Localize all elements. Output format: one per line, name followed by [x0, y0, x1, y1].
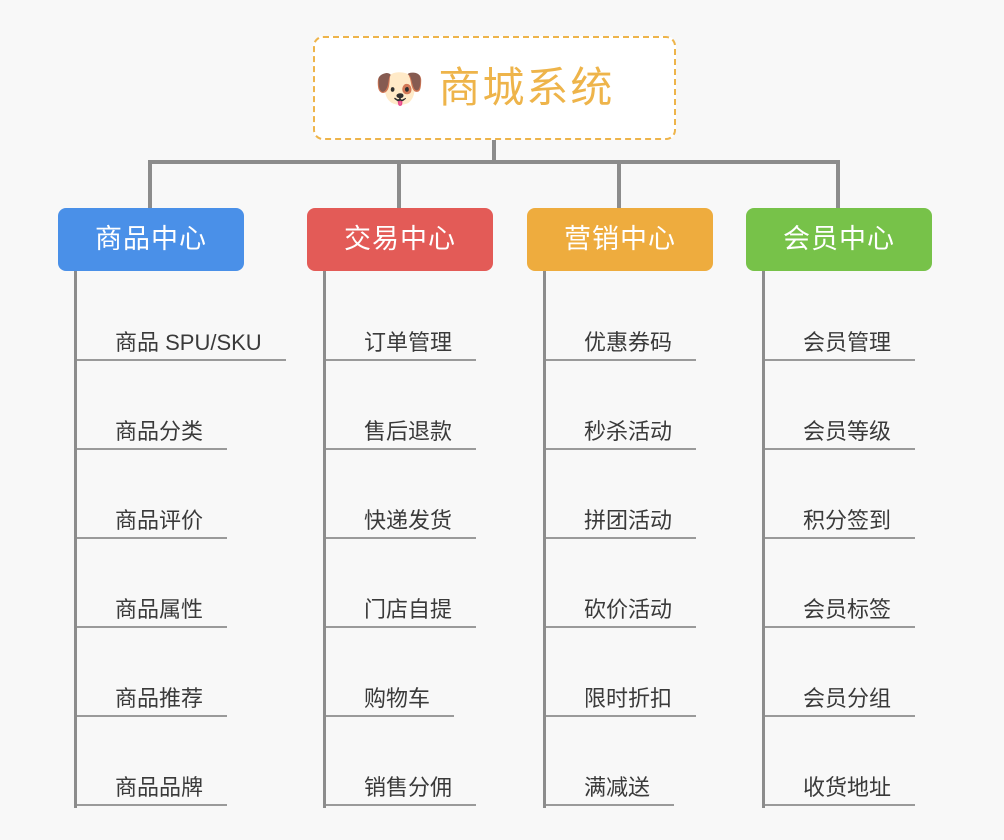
leaf-item-label: 商品推荐: [77, 686, 228, 717]
connector-stem-marketing-center: [617, 160, 621, 210]
leaf-item[interactable]: 拼团活动: [546, 452, 713, 541]
leaf-item-label: 秒杀活动: [546, 419, 697, 450]
leaf-item[interactable]: 商品评价: [77, 452, 286, 541]
branch-header-label: 营销中心: [564, 224, 676, 254]
leaf-item[interactable]: 砍价活动: [546, 541, 713, 630]
leaf-item[interactable]: 优惠券码: [546, 274, 713, 363]
leaf-item[interactable]: 秒杀活动: [546, 363, 713, 452]
leaf-item[interactable]: 商品属性: [77, 541, 286, 630]
leaf-item[interactable]: 快递发货: [326, 452, 493, 541]
leaf-item-label: 商品分类: [77, 419, 228, 450]
leaf-item-label: 砍价活动: [546, 597, 697, 628]
leaf-item[interactable]: 会员管理: [765, 274, 932, 363]
leaf-item[interactable]: 积分签到: [765, 452, 932, 541]
leaf-item-label: 会员等级: [765, 419, 916, 450]
leaf-item-label: 商品评价: [77, 508, 228, 539]
branch-product-center: 商品中心商品 SPU/SKU 商品分类商品评价商品属性商品推荐商品品牌: [58, 208, 286, 808]
leaf-item-label: 满减送: [546, 775, 675, 806]
root-node[interactable]: 🐶 商城系统: [313, 36, 676, 140]
leaf-item[interactable]: 售后退款: [326, 363, 493, 452]
leaf-item-label: 购物车: [326, 686, 455, 717]
leaf-item[interactable]: 门店自提: [326, 541, 493, 630]
leaf-item[interactable]: 商品品牌: [77, 719, 286, 808]
branch-header-member-center[interactable]: 会员中心: [746, 208, 932, 271]
branch-header-product-center[interactable]: 商品中心: [58, 208, 244, 271]
branch-header-label: 会员中心: [783, 224, 895, 254]
leaf-item[interactable]: 订单管理: [326, 274, 493, 363]
leaf-item-label: 会员分组: [765, 686, 916, 717]
leaf-item-label: 订单管理: [326, 330, 477, 361]
leaf-item-label: 优惠券码: [546, 330, 697, 361]
leaf-item-label: 收货地址: [765, 775, 916, 806]
branch-header-label: 交易中心: [344, 224, 456, 254]
branch-header-label: 商品中心: [95, 224, 207, 254]
leaf-item[interactable]: 会员等级: [765, 363, 932, 452]
leaf-column-product-center: 商品 SPU/SKU 商品分类商品评价商品属性商品推荐商品品牌: [74, 271, 286, 808]
leaf-item-label: 限时折扣: [546, 686, 697, 717]
leaf-item[interactable]: 商品推荐: [77, 630, 286, 719]
leaf-column-marketing-center: 优惠券码秒杀活动拼团活动砍价活动限时折扣满减送: [543, 271, 713, 808]
leaf-item-label: 积分签到: [765, 508, 916, 539]
connector-stem-member-center: [836, 160, 840, 210]
leaf-item-label: 商品属性: [77, 597, 228, 628]
leaf-item[interactable]: 收货地址: [765, 719, 932, 808]
leaf-item-label: 拼团活动: [546, 508, 697, 539]
connector-horizontal-bus: [148, 160, 838, 164]
leaf-item[interactable]: 会员标签: [765, 541, 932, 630]
leaf-item-label: 售后退款: [326, 419, 477, 450]
leaf-item-label: 快递发货: [326, 508, 477, 539]
leaf-item-label: 商品 SPU/SKU: [77, 330, 286, 361]
branch-header-trade-center[interactable]: 交易中心: [307, 208, 493, 271]
branch-member-center: 会员中心会员管理会员等级积分签到会员标签会员分组收货地址: [746, 208, 932, 808]
leaf-item-label: 会员标签: [765, 597, 916, 628]
leaf-item-label: 销售分佣: [326, 775, 477, 806]
leaf-item[interactable]: 购物车: [326, 630, 493, 719]
leaf-item[interactable]: 限时折扣: [546, 630, 713, 719]
leaf-item[interactable]: 商品分类: [77, 363, 286, 452]
leaf-item[interactable]: 商品 SPU/SKU: [77, 274, 286, 363]
connector-stem-trade-center: [397, 160, 401, 210]
leaf-item-label: 商品品牌: [77, 775, 228, 806]
leaf-item[interactable]: 满减送: [546, 719, 713, 808]
leaf-item-label: 会员管理: [765, 330, 916, 361]
leaf-item-label: 门店自提: [326, 597, 477, 628]
connector-root-stem: [492, 140, 496, 164]
branch-header-marketing-center[interactable]: 营销中心: [527, 208, 713, 271]
branch-trade-center: 交易中心订单管理售后退款快递发货门店自提购物车销售分佣: [307, 208, 493, 808]
leaf-item[interactable]: 销售分佣: [326, 719, 493, 808]
branch-marketing-center: 营销中心优惠券码秒杀活动拼团活动砍价活动限时折扣满减送: [527, 208, 713, 808]
leaf-column-trade-center: 订单管理售后退款快递发货门店自提购物车销售分佣: [323, 271, 493, 808]
leaf-column-member-center: 会员管理会员等级积分签到会员标签会员分组收货地址: [762, 271, 932, 808]
dog-face-icon: 🐶: [374, 67, 425, 111]
leaf-item[interactable]: 会员分组: [765, 630, 932, 719]
connector-stem-product-center: [148, 160, 152, 210]
root-title: 商城系统: [438, 64, 615, 111]
